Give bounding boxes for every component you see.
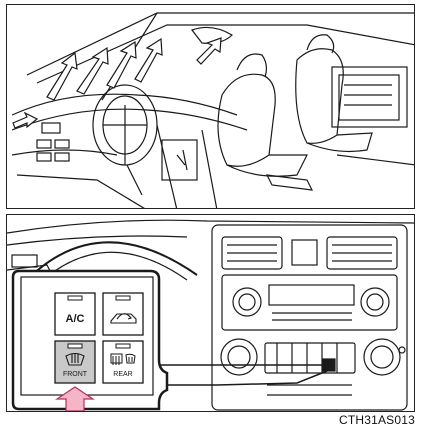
car-interior-illustration <box>7 5 415 209</box>
rear-defrost-indicator-light <box>116 344 130 348</box>
recirculation-button[interactable] <box>103 293 143 335</box>
interior-overview-panel <box>6 4 415 209</box>
recirc-indicator-light <box>116 296 130 300</box>
console-detail-panel: A/C FRONT <box>6 214 415 412</box>
ac-indicator-light <box>68 296 82 300</box>
rear-defroster-button[interactable]: REAR <box>103 341 143 383</box>
ac-button[interactable]: A/C <box>55 293 95 335</box>
rear-button-label: REAR <box>113 371 132 378</box>
button-layer: A/C FRONT <box>7 215 415 412</box>
front-defroster-button[interactable]: FRONT <box>55 341 95 383</box>
front-defrost-indicator-light <box>68 344 82 348</box>
figure-code: CTH31AS013 <box>339 413 415 427</box>
airflow-arrows <box>13 38 221 128</box>
front-button-label: FRONT <box>63 371 88 378</box>
pointer-arrow <box>57 387 93 411</box>
ac-button-label: A/C <box>66 313 85 325</box>
